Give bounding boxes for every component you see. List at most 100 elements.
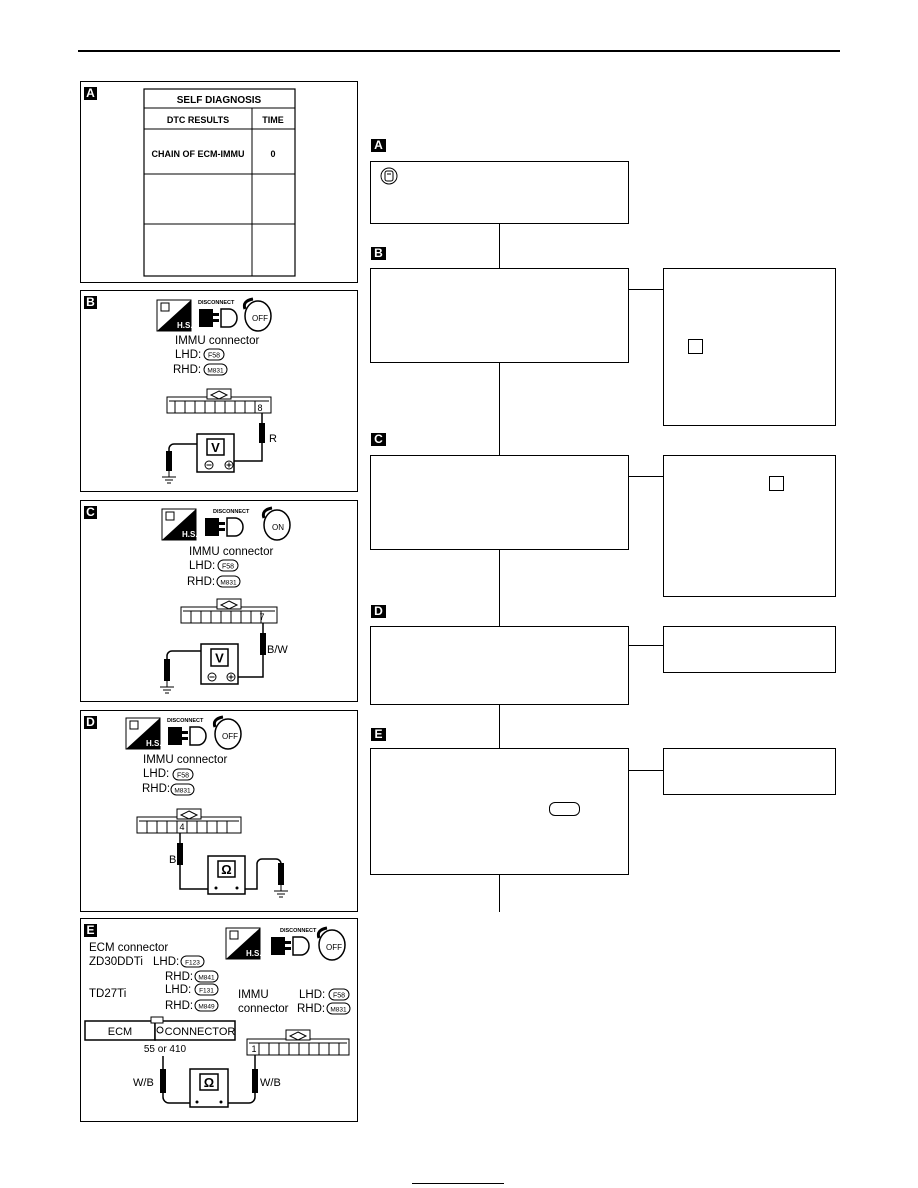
svg-text:LHD:: LHD: [189, 560, 215, 572]
ignition-key-off-icon: OFF [212, 715, 242, 750]
header-rule [78, 50, 840, 52]
svg-text:LHD:: LHD: [143, 768, 169, 780]
svg-text:OFF: OFF [252, 314, 268, 323]
svg-text:H.S.: H.S. [182, 530, 198, 539]
immu-connector-face: 1 [246, 1029, 350, 1056]
flow-connector [499, 549, 500, 626]
disconnect-icon: DISCONNECT [205, 509, 250, 537]
step-e-box [370, 748, 629, 875]
voltmeter-icon: V [196, 433, 235, 473]
connector-pin: 8 [257, 403, 262, 413]
immu-connector-face: 8 [166, 388, 272, 414]
wire-color: B [169, 854, 176, 866]
panel-c-diagram: H.S. DISCONNECT ON IMMU connector LHD: F… [160, 506, 291, 694]
svg-text:RHD:: RHD: [187, 576, 215, 588]
svg-text:Ω: Ω [221, 862, 231, 877]
reference-box [688, 339, 703, 354]
panel-c: C H.S. DISCONNECT ON IMMU connector LHD:… [80, 500, 358, 702]
flow-connector [499, 223, 500, 268]
step-c-tag: C [371, 433, 386, 446]
step-c-box [370, 455, 629, 550]
svg-text:DISCONNECT: DISCONNECT [280, 928, 317, 934]
step-a-tag: A [371, 139, 386, 152]
ecm-connector-label: ECM connector [89, 942, 168, 954]
flow-connector [499, 874, 500, 912]
immu-connector-face: 4 [136, 808, 242, 834]
panel-d: D H.S. DISCONNECT OFF IMMU connector LHD… [80, 710, 358, 912]
svg-text:F58: F58 [333, 993, 345, 1000]
ecm-pin-number: 55 or 410 [144, 1044, 187, 1055]
table-col-dtc: DTC RESULTS [167, 115, 229, 125]
svg-text:CONNECTOR: CONNECTOR [165, 1026, 236, 1038]
step-b-box [370, 268, 629, 363]
step-d-box [370, 626, 629, 705]
svg-text:Ω: Ω [204, 1075, 214, 1090]
flow-branch [628, 289, 663, 290]
panel-b-diagram: H.S. DISCONNECT OFF IMMU connector LHD: … [156, 297, 277, 484]
svg-text:DISCONNECT: DISCONNECT [198, 300, 235, 306]
panel-a-tag: A [84, 87, 97, 100]
svg-text:DISCONNECT: DISCONNECT [213, 509, 250, 515]
svg-text:LHD:: LHD: [153, 956, 179, 968]
svg-text:M849: M849 [198, 1004, 215, 1011]
svg-text:H.S.: H.S. [146, 739, 162, 748]
step-d-tag: D [371, 605, 386, 618]
svg-text:RHD:: RHD: [165, 971, 193, 983]
step-a-box [370, 161, 629, 224]
connector-pin: 1 [251, 1044, 256, 1054]
lhd-connector-code: F58 [222, 564, 234, 571]
flow-branch [628, 770, 663, 771]
immu-label: IMMU [238, 989, 269, 1001]
disconnect-icon: DISCONNECT [167, 718, 207, 746]
svg-text:LHD:: LHD: [175, 349, 201, 361]
table-title: SELF DIAGNOSIS [177, 95, 262, 106]
panel-b: B H.S. DISCONNECT OFF IMMU connector LHD… [80, 290, 358, 492]
panel-e: E ECM connector ZD30DDTi LHD: F123 RHD: … [80, 918, 358, 1122]
svg-text:ECM: ECM [108, 1026, 132, 1038]
panel-a: A SELF DIAGNOSIS DTC RESULTS TIME CHAIN … [80, 81, 358, 283]
ohmmeter-icon: Ω [189, 1068, 229, 1108]
svg-text:LHD:: LHD: [165, 984, 191, 996]
ecm-connector-block: ECM CONNECTOR [84, 1016, 236, 1041]
svg-text:RHD:: RHD: [142, 783, 170, 795]
panel-d-tag: D [84, 716, 97, 729]
ohmmeter-icon: Ω [207, 855, 246, 895]
flow-branch [628, 645, 663, 646]
table-row1-time: 0 [270, 149, 275, 159]
step-b-ng-box [663, 268, 836, 426]
svg-text:ON: ON [272, 523, 284, 532]
wire-color-right: W/B [260, 1077, 281, 1089]
engine-zd30-label: ZD30DDTi [89, 956, 143, 968]
svg-text:RHD:: RHD: [165, 1000, 193, 1012]
rhd-connector-code: M831 [207, 368, 224, 375]
wire-color: R [269, 433, 277, 445]
ignition-key-on-icon: ON [261, 506, 291, 541]
panel-d-diagram: H.S. DISCONNECT OFF IMMU connector LHD: … [125, 715, 288, 898]
harness-side-icon: H.S. [156, 299, 193, 332]
svg-text:connector: connector [238, 1003, 289, 1015]
disconnect-icon: DISCONNECT [198, 300, 238, 328]
svg-text:F123: F123 [185, 960, 200, 967]
table-col-time: TIME [262, 115, 284, 125]
connector-label: IMMU connector [189, 546, 274, 558]
connector-pin: 7 [259, 612, 264, 622]
self-diagnosis-table: SELF DIAGNOSIS DTC RESULTS TIME CHAIN OF… [143, 88, 296, 277]
connector-label: IMMU connector [175, 335, 260, 347]
ignition-key-off-icon: OFF [242, 297, 272, 332]
svg-text:M841: M841 [198, 975, 215, 982]
connector-pin: 4 [179, 822, 184, 832]
lhd-connector-code: F58 [208, 353, 220, 360]
lhd-connector-code: F58 [177, 773, 189, 780]
svg-text:OFF: OFF [222, 732, 238, 741]
svg-text:RHD:: RHD: [173, 364, 201, 376]
harness-side-icon: H.S. [161, 508, 198, 541]
svg-text:F131: F131 [199, 988, 214, 995]
step-e-tag: E [371, 728, 386, 741]
flow-connector [499, 704, 500, 748]
footer-rule [412, 1183, 504, 1184]
svg-text:RHD:: RHD: [297, 1003, 325, 1015]
panel-c-tag: C [84, 506, 97, 519]
panel-e-tag: E [84, 924, 97, 937]
svg-text:M831: M831 [330, 1007, 347, 1014]
disconnect-icon: DISCONNECT [271, 928, 317, 956]
